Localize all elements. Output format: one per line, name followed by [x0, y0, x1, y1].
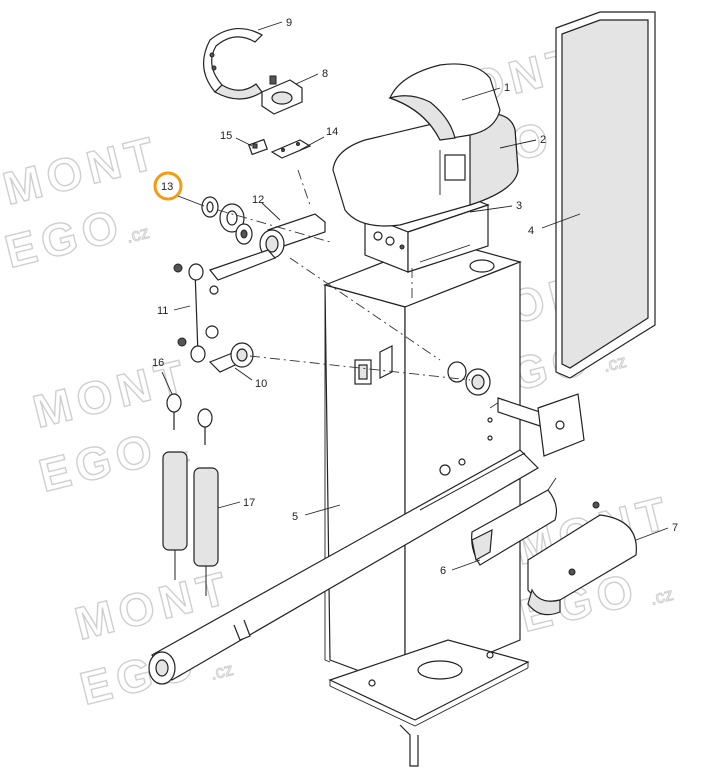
- callout-1: 1: [461, 82, 510, 101]
- callout-15: 15: [220, 130, 253, 147]
- part-6-cover: [471, 477, 600, 566]
- callout-14-label: 14: [326, 126, 338, 138]
- callout-4: 4: [528, 213, 581, 237]
- callout-5: 5: [292, 504, 341, 523]
- callout-11-label: 11: [157, 305, 168, 317]
- watermark-top-left: MONT EGO .cz: [0, 125, 166, 278]
- callout-16: 16: [152, 357, 173, 395]
- callout-2-label: 2: [540, 134, 546, 146]
- part-12-arm: [208, 213, 326, 281]
- part-shaft-flange: [447, 361, 585, 457]
- part-8-block: [261, 75, 303, 115]
- callout-1-label: 1: [504, 82, 510, 94]
- callout-9-label: 9: [286, 17, 292, 29]
- part-7-cover: [527, 514, 637, 616]
- callout-4-label: 4: [528, 225, 534, 237]
- callout-10-label: 10: [255, 378, 267, 390]
- callout-13-highlight-ring: [153, 171, 183, 201]
- callout-14: 14: [299, 126, 338, 151]
- part-10-lever: [208, 342, 254, 373]
- callout-15-label: 15: [220, 130, 232, 142]
- callout-12-label: 12: [252, 194, 264, 206]
- watermark-suffix: .cz: [124, 222, 151, 247]
- part-cover: [332, 112, 519, 227]
- part-boom: [148, 449, 539, 685]
- part-14-plate: [270, 139, 312, 159]
- callout-5-label: 5: [292, 511, 298, 523]
- part-17-springs: [162, 451, 219, 596]
- callout-17-label: 17: [243, 497, 255, 509]
- part-15-switch: [248, 138, 268, 156]
- watermark-suffix: .cz: [648, 584, 675, 609]
- callout-13-label: 13: [161, 181, 173, 193]
- watermark-suffix: .cz: [208, 659, 235, 684]
- part-16-eyebolts: [166, 393, 213, 445]
- watermark-word1: MONT: [0, 126, 165, 215]
- watermark-word1: MONT: [28, 349, 195, 438]
- part-boom-rail: [555, 11, 656, 379]
- callout-13: 13: [153, 171, 205, 207]
- callout-8: 8: [295, 68, 328, 85]
- callout-3: 3: [469, 200, 522, 213]
- part-cabinet: [323, 239, 530, 767]
- part-13-washer: [201, 196, 219, 218]
- callout-9: 9: [257, 17, 292, 31]
- callout-2: 2: [499, 134, 546, 149]
- part-9-ring: [203, 28, 263, 100]
- callout-11: 11: [157, 305, 191, 317]
- part-11-rod: [173, 263, 219, 363]
- callout-3-label: 3: [516, 200, 522, 212]
- part-bearings: [219, 203, 253, 245]
- assembly-lines: [217, 169, 506, 409]
- callout-6-label: 6: [440, 565, 446, 577]
- callout-7-label: 7: [672, 522, 678, 534]
- callout-17: 17: [217, 497, 255, 509]
- callout-16-label: 16: [152, 357, 164, 369]
- callout-6: 6: [440, 559, 481, 577]
- callout-7: 7: [635, 522, 678, 541]
- part-top-cap: [388, 63, 501, 141]
- callout-10: 10: [234, 367, 267, 390]
- callout-12: 12: [252, 194, 281, 221]
- callout-8-label: 8: [322, 68, 328, 80]
